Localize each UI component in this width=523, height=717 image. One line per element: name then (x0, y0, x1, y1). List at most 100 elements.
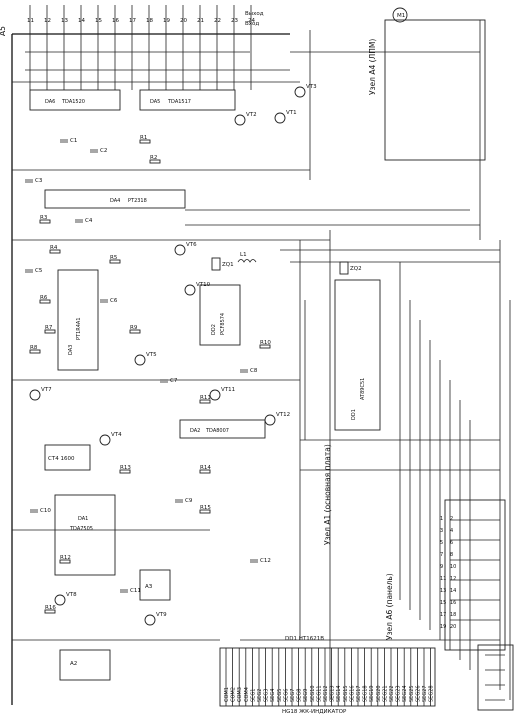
lcd-pin-label: SEG10 (310, 685, 316, 702)
ic-a3-label: АЗ (145, 584, 153, 590)
resistor-symbol (44, 609, 56, 614)
lcd-pin-label: SEG21 (382, 685, 388, 702)
resistor-label: R16 (45, 605, 56, 611)
lcd-pin-label: SEG12 (323, 685, 329, 702)
motor-label: M1 (397, 13, 405, 19)
key-pin-number: 6 (450, 540, 453, 546)
resistor-label: R7 (45, 325, 53, 331)
ic-da3-part: PT1R4A1 (76, 317, 82, 340)
crystal-zq1: ZQ1 (211, 257, 234, 271)
ic-da1-label: DA1 (78, 516, 88, 522)
lcd-pin-label: SEG18 (363, 685, 369, 702)
resistor-symbol (119, 469, 131, 474)
node-a1-label: Узел А1 (основная плата) (323, 444, 332, 545)
top-pin-label: 19 (163, 18, 170, 24)
capacitor-label: C10 (40, 508, 51, 514)
connector-a5-label: A5 (0, 26, 7, 36)
ic-da6-part: TDA1520 (61, 99, 85, 105)
ic-a2-label: А2 (70, 661, 77, 667)
lcd-pin-label: SEG23 (396, 685, 402, 702)
net-out-label: Выход (245, 11, 264, 17)
resistor-label: R12 (60, 555, 71, 561)
resistor-label: R1 (140, 135, 147, 141)
transistor-symbol (294, 86, 306, 98)
ic-dd2-part: PCF8574 (220, 313, 226, 335)
ic-da3: DA3 PT1R4A1 (57, 269, 99, 371)
key-pin-number: 10 (450, 564, 456, 570)
ic-da5: DA5 TDA1517 (139, 89, 236, 111)
top-pin-label: 20 (180, 18, 187, 24)
lcd-driver-label: DD1 HT1621B (285, 636, 324, 642)
lcd-pin-label: SEG17 (356, 685, 362, 702)
top-pin-label: 15 (95, 18, 102, 24)
resistor-label: R2 (150, 155, 157, 161)
key-pin-number: 18 (450, 612, 456, 618)
resistor-label: R15 (200, 505, 211, 511)
lcd-pin-label: SEG14 (336, 685, 342, 702)
key-pin-number: 13 (440, 588, 446, 594)
resistor-symbol (29, 349, 41, 354)
transistor-symbol (174, 244, 186, 256)
resistor-symbol (49, 249, 61, 254)
ic-da4-part: PT2318 (128, 198, 147, 204)
ic-da5-label: DA5 (150, 99, 160, 105)
resistor-label: R11 (200, 395, 211, 401)
lcd-pin-label: SEG27 (422, 685, 428, 702)
node-a4-block: Узел А4 (ЛПМ) M1 (368, 7, 486, 161)
transistor-symbol (184, 284, 196, 296)
lcd-pin-label: SEG19 (369, 685, 375, 702)
resistor-label: R8 (30, 345, 38, 351)
top-pin-label: 16 (112, 18, 119, 24)
crystal-zq1-label: ZQ1 (222, 262, 234, 268)
ic-da6-label: DA6 (45, 99, 55, 105)
transistor-symbol (234, 114, 246, 126)
node-a6-label: Узел А6 (панель) (385, 573, 394, 640)
capacitor-label: C2 (100, 148, 107, 154)
top-pin-label: 11 (27, 18, 34, 24)
capacitor-label: C7 (170, 378, 178, 384)
key-pin-number: 5 (440, 540, 443, 546)
transistor-label: VT2 (246, 112, 257, 118)
key-pin-number: 16 (450, 600, 456, 606)
ic-a2: А2 (59, 649, 111, 681)
lcd-pin-label: COM3 (237, 687, 243, 702)
key-pin-number: 20 (450, 624, 456, 630)
capacitor-label: C4 (85, 218, 93, 224)
resistor-symbol (139, 139, 151, 144)
resistor-symbol (109, 259, 121, 264)
lcd-pin-label: SEG13 (330, 685, 336, 702)
stabilizer-label: СТ4 1600 (48, 456, 75, 462)
capacitor-label: C1 (70, 138, 77, 144)
capacitor-label: C11 (130, 588, 141, 594)
lcd-pin-label: SEG5 (277, 689, 283, 702)
transistor-symbol (274, 112, 286, 124)
lcd-pin-label: SEG7 (290, 689, 296, 702)
resistor-label: R4 (50, 245, 58, 251)
capacitor-label: C8 (250, 368, 258, 374)
key-pin-number: 15 (440, 600, 446, 606)
top-pin-label: 17 (129, 18, 136, 24)
key-pin-number: 9 (440, 564, 443, 570)
transistor-label: VT7 (41, 387, 52, 393)
transistor-symbol (264, 414, 276, 426)
key-pin-number: 11 (440, 576, 446, 582)
lcd-pin-label: SEG28 (429, 685, 435, 702)
transistor-symbol (134, 354, 146, 366)
key-pin-number: 17 (440, 612, 446, 618)
lcd-pin-label: SEG1 (250, 689, 256, 702)
transistor-label: VT8 (66, 592, 77, 598)
resistor-symbol (259, 344, 271, 349)
ic-da2: DA2 TDA8007 (179, 419, 266, 439)
lcd-pin-label: COM4 (244, 687, 250, 702)
resistor-symbol (149, 159, 161, 164)
node-a4-label: Узел А4 (ЛПМ) (368, 39, 377, 95)
key-pin-number: 7 (440, 552, 443, 558)
coil-l1-label: L1 (240, 252, 247, 258)
key-pin-number: 4 (450, 528, 453, 534)
lcd-pin-label: SEG6 (283, 689, 289, 702)
lcd-pin-label: SEG11 (316, 685, 322, 702)
top-pin-label: 22 (214, 18, 221, 24)
